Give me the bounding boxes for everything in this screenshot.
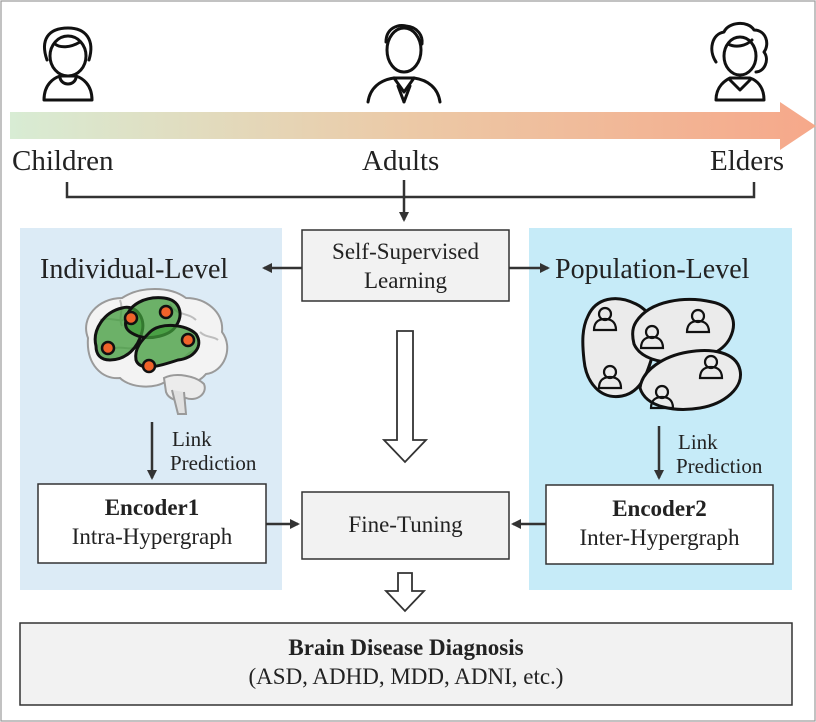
ssl-label-line1: Self-Supervised — [332, 239, 479, 264]
population-level-title: Population-Level — [555, 254, 750, 285]
elder-icon — [710, 22, 769, 102]
encoder1-title: Encoder1 — [104, 495, 200, 520]
child-icon — [42, 26, 94, 102]
encoder2-title: Encoder2 — [612, 496, 707, 521]
encoder1-subtitle: Intra-Hypergraph — [71, 523, 233, 549]
fine-tuning-label: Fine-Tuning — [348, 512, 463, 537]
hollow-arrow-ssl-to-finetune — [381, 330, 429, 464]
age-gradient-arrow — [10, 102, 816, 150]
individual-link-prediction-label: Link Prediction — [170, 427, 257, 475]
diagnosis-subtitle: (ASD, ADHD, MDD, ADNI, etc.) — [248, 663, 564, 689]
encoder2-box — [545, 484, 774, 565]
population-prediction-word: Prediction — [676, 453, 763, 478]
age-label-adults: Adults — [362, 145, 440, 177]
age-label-elders: Elders — [710, 145, 785, 177]
diagnosis-title: Brain Disease Diagnosis — [288, 635, 524, 660]
population-link-word: Link — [678, 430, 718, 454]
individual-prediction-word: Prediction — [170, 450, 257, 475]
encoder1-box — [37, 483, 267, 564]
encoder2-text: Encoder2 Inter-Hypergraph — [546, 495, 773, 553]
ssl-box — [301, 229, 510, 302]
diagnosis-box — [19, 622, 793, 706]
individual-link-word: Link — [172, 427, 212, 451]
diagnosis-text: Brain Disease Diagnosis (ASD, ADHD, MDD,… — [20, 634, 792, 692]
population-hypergraph-icon — [581, 297, 742, 411]
person-icons — [592, 306, 724, 410]
individual-level-title: Individual-Level — [40, 254, 229, 285]
age-label-children: Children — [12, 145, 114, 177]
age-merge-bracket — [65, 182, 756, 199]
adult-icon — [366, 24, 442, 104]
fine-tuning-box — [301, 491, 510, 560]
hollow-arrow-finetune-to-diagnosis — [383, 572, 427, 613]
brain-icon — [85, 288, 229, 415]
ssl-label-line2: Learning — [363, 267, 447, 293]
ssl-label: Self-Supervised Learning — [302, 238, 509, 296]
population-link-prediction-label: Link Prediction — [676, 430, 763, 478]
encoder1-text: Encoder1 Intra-Hypergraph — [38, 494, 266, 552]
encoder2-subtitle: Inter-Hypergraph — [579, 524, 740, 550]
